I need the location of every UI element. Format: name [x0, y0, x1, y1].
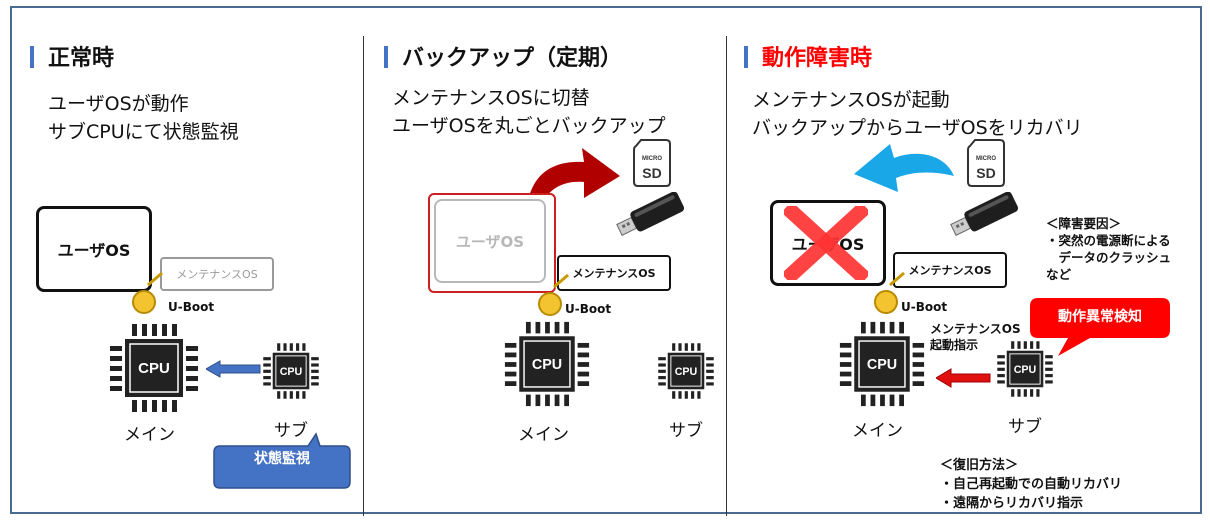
- svg-text:MICRO: MICRO: [642, 156, 662, 162]
- cpu-chip-text: CPU: [280, 366, 303, 378]
- maintenance-os-box-active: メンテナンスOS: [557, 255, 671, 291]
- main-cpu-icon: CPU: [110, 324, 198, 412]
- cpu-chip-text: CPU: [867, 357, 897, 373]
- main-label: メイン: [518, 425, 569, 445]
- svg-text:MICRO: MICRO: [976, 156, 996, 162]
- cpu-chip-text: CPU: [138, 360, 170, 377]
- panel-title-normal: 正常時: [30, 40, 114, 72]
- cpu-chip-text: CPU: [532, 357, 562, 373]
- micro-sd-icon: MICRO SD: [967, 139, 1005, 187]
- heading-bar: [30, 46, 34, 68]
- callout-text: 状態監視: [254, 451, 310, 467]
- cpu-chip-text: CPU: [1014, 364, 1037, 376]
- panel-divider: [726, 36, 727, 516]
- panel-divider: [363, 36, 364, 516]
- main-label: メイン: [852, 421, 903, 441]
- uboot-marker: [132, 271, 163, 314]
- user-os-box: ユーザOS: [36, 206, 152, 292]
- maintenance-os-box-active: メンテナンスOS: [893, 252, 1007, 288]
- recovery-arrow: [854, 144, 954, 192]
- heading-bar: [744, 46, 748, 68]
- sub-cpu-icon: CPU: [263, 343, 319, 399]
- error-detect-text: 動作異常検知: [1058, 309, 1142, 325]
- boot-instruction-label: メンテナンスOS 起動指示: [930, 322, 1021, 352]
- heading-bar: [384, 46, 388, 68]
- panel-title-failure: 動作障害時: [744, 40, 872, 72]
- sub-label: サブ: [669, 421, 703, 441]
- uboot-label: U-Boot: [565, 302, 612, 316]
- boot-command-arrow: [936, 368, 991, 388]
- diagram-frame: [10, 6, 1202, 514]
- main-cpu-icon: CPU: [839, 321, 925, 407]
- usb-drive-icon: [950, 192, 1019, 236]
- uboot-marker: [538, 273, 569, 316]
- error-detect-callout: [1030, 298, 1170, 356]
- status-monitor-callout: [213, 432, 351, 489]
- panel-description-normal: ユーザOSが動作 サブCPUにて状態監視: [48, 93, 239, 143]
- panel-description-backup: メンテナンスOSに切替 ユーザOSを丸ごとバックアップ: [392, 87, 666, 137]
- uboot-marker: [874, 271, 905, 314]
- sub-cpu-icon: CPU: [658, 343, 714, 399]
- panel-description-failure: メンテナンスOSが起動 バックアップからユーザOSをリカバリ: [752, 89, 1083, 139]
- panel-title-backup: バックアップ（定期）: [384, 40, 622, 72]
- failure-cross-icon: [784, 206, 868, 280]
- monitor-arrow: [206, 360, 261, 378]
- user-os-box-inactive: ユーザOS: [434, 199, 546, 283]
- svg-text:SD: SD: [976, 165, 995, 181]
- micro-sd-icon: MICRO SD: [633, 139, 671, 187]
- sub-label: サブ: [274, 421, 308, 441]
- backup-frame: [428, 193, 556, 293]
- cpu-chip-text: CPU: [675, 366, 698, 378]
- usb-drive-icon: [616, 192, 685, 236]
- failure-cause-note: ＜障害要因＞ ・突然の電源断による データのクラッシュ など: [1046, 216, 1172, 282]
- main-label: メイン: [124, 425, 175, 445]
- recovery-method-note: ＜復旧方法＞ ・自己再起動での自動リカバリ ・遠隔からリカバリ指示: [940, 458, 1123, 511]
- uboot-label: U-Boot: [168, 300, 215, 314]
- uboot-label: U-Boot: [901, 300, 948, 314]
- sub-cpu-icon: CPU: [997, 341, 1053, 397]
- sub-label: サブ: [1008, 417, 1042, 437]
- main-cpu-icon: CPU: [504, 321, 590, 407]
- backup-arrow: [526, 148, 620, 216]
- svg-text:SD: SD: [642, 165, 661, 181]
